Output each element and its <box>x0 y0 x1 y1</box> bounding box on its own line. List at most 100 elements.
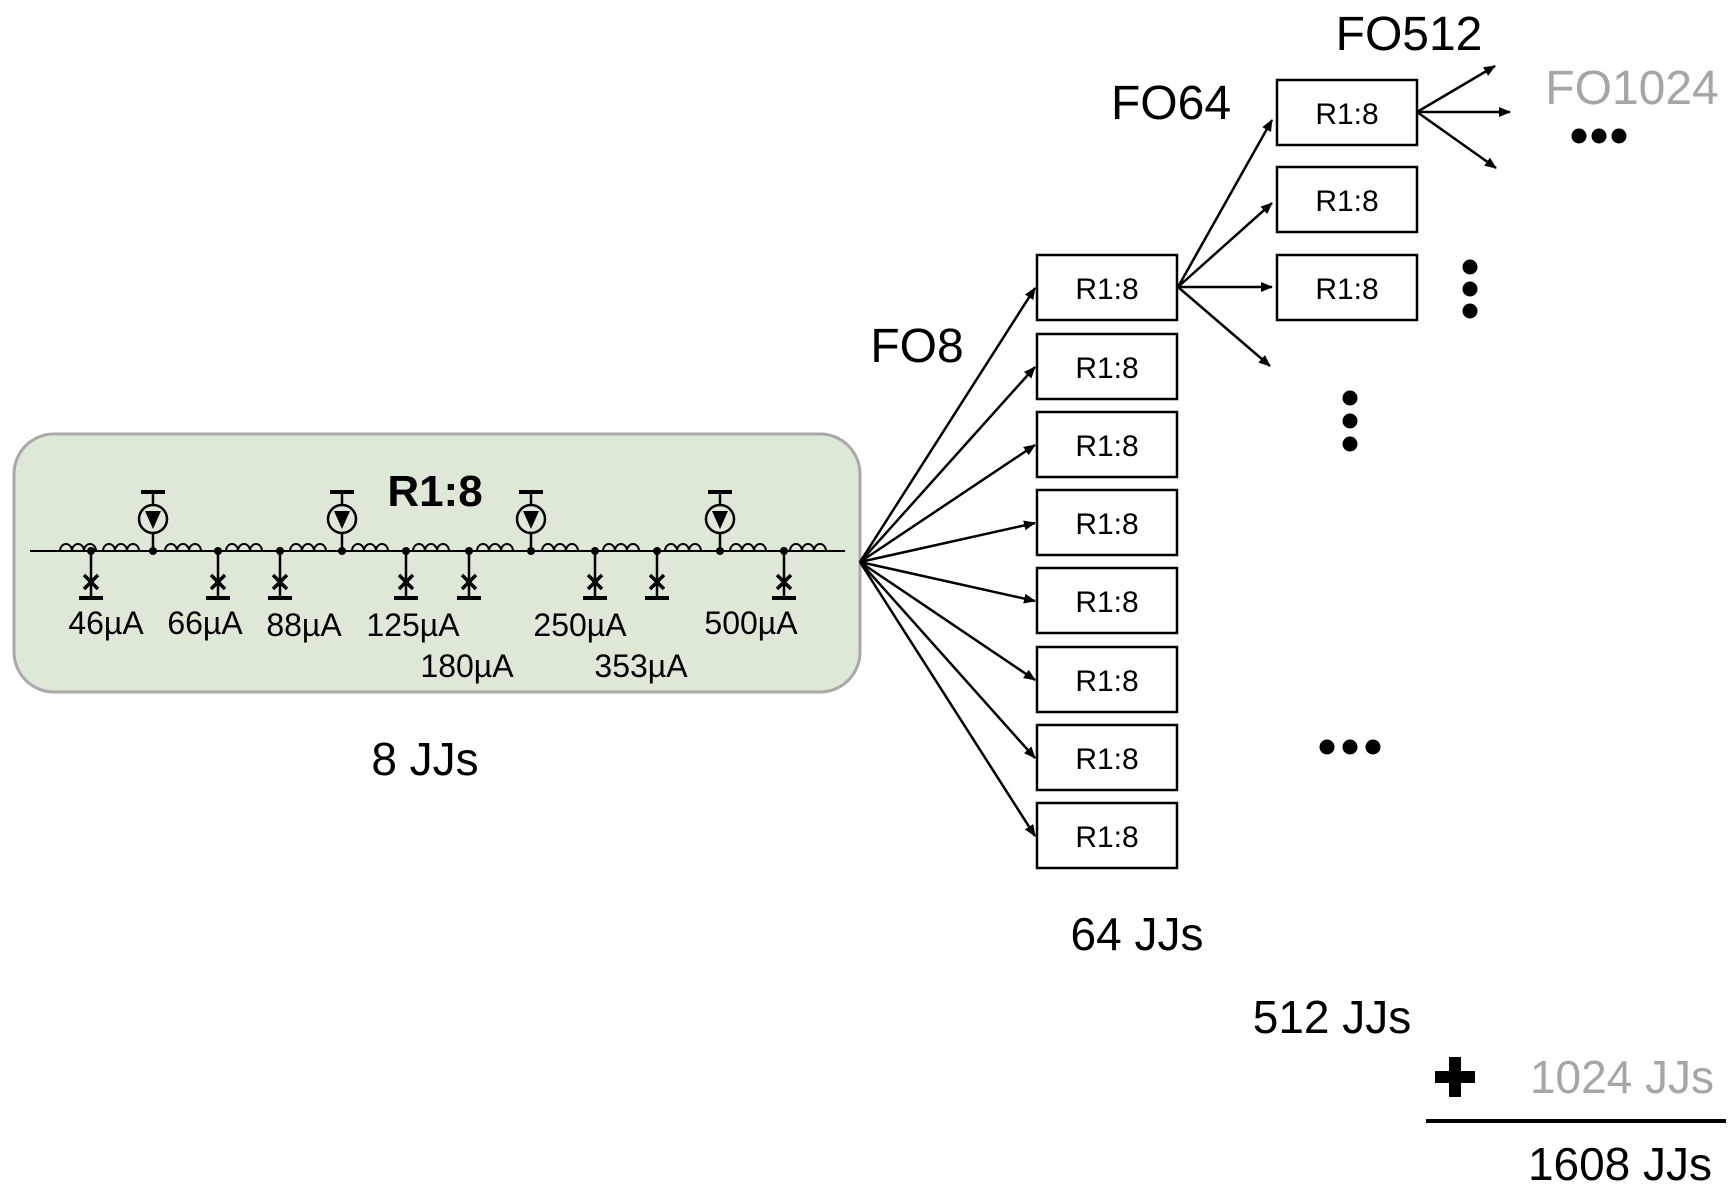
josephson-junction-icon <box>271 573 289 591</box>
box-outline <box>1275 253 1419 322</box>
box-label: R1:8 <box>1315 98 1378 131</box>
box-label: R1:8 <box>1075 743 1138 776</box>
inductor-icon <box>289 543 327 552</box>
junction-current-label: 46µA <box>68 605 144 641</box>
box-outline <box>1035 723 1179 792</box>
plus-icon <box>1435 1057 1475 1097</box>
junction-current-label: 500µA <box>704 605 798 641</box>
inductor-icon <box>102 543 140 552</box>
josephson-junction-icon <box>397 573 415 591</box>
box-outline <box>1035 410 1179 479</box>
fo8-arrows <box>858 287 1037 837</box>
box-label: R1:8 <box>1075 821 1138 854</box>
ellipsis-dots <box>1319 128 1627 755</box>
josephson-junction-icon <box>586 573 604 591</box>
inductor-icon <box>225 543 263 552</box>
inductor-icon <box>164 543 202 552</box>
r18-splitter-box: R1:8 <box>1035 410 1179 479</box>
josephson-junction-icon <box>648 573 666 591</box>
junction-current-label: 125µA <box>366 607 460 643</box>
r18-splitter-box: R1:8 <box>1275 253 1419 322</box>
box-label: R1:8 <box>1075 273 1138 306</box>
box-label: R1:8 <box>1315 185 1378 218</box>
josephson-junction-icon <box>775 573 793 591</box>
josephson-junction-icon <box>460 573 478 591</box>
inductor-icon <box>59 543 97 552</box>
fo64-arrows <box>1176 119 1274 367</box>
count-1024: 1024 JJs <box>1530 1051 1714 1103</box>
junction-current-label: 180µA <box>420 648 514 684</box>
fo64-label: FO64 <box>1111 77 1231 130</box>
r18-splitter-box: R1:8 <box>1035 723 1179 792</box>
box-outline <box>1275 78 1419 147</box>
inductor-icon <box>412 543 450 552</box>
count-64: 64 JJs <box>1071 908 1204 960</box>
arrow <box>858 561 1037 837</box>
junction-current-label: 353µA <box>594 648 688 684</box>
box-outline <box>1035 801 1179 870</box>
box-label: R1:8 <box>1075 665 1138 698</box>
box-outline <box>1035 253 1179 322</box>
r18-splitter-box: R1:8 <box>1275 78 1419 147</box>
junction-current-label: 66µA <box>167 605 243 641</box>
node-dot <box>527 547 535 555</box>
arrow <box>859 560 1036 682</box>
cell-jj-count: 8 JJs <box>371 733 478 785</box>
inductor-icon <box>729 543 767 552</box>
arrow <box>859 560 1036 604</box>
r18-splitter-box: R1:8 <box>1035 488 1179 557</box>
r18-splitter-box: R1:8 <box>1035 566 1179 635</box>
box-label: R1:8 <box>1075 508 1138 541</box>
fo512-arrows <box>1416 64 1511 170</box>
arrow <box>859 443 1036 564</box>
inductor-icon <box>351 543 389 552</box>
arrow <box>859 520 1036 564</box>
josephson-junction-icon <box>82 573 100 591</box>
arrow <box>1416 64 1496 114</box>
node-dot <box>149 547 157 555</box>
fo64-boxes: R1:8R1:8R1:8 <box>1275 78 1419 322</box>
current-arrow-icon <box>712 511 728 529</box>
box-outline <box>1035 645 1179 714</box>
inductor-icon <box>476 543 514 552</box>
arrow <box>1176 119 1274 288</box>
box-outline <box>1035 332 1179 401</box>
fo512-label: FO512 <box>1336 8 1483 61</box>
box-outline <box>1035 488 1179 557</box>
fo1024-label: FO1024 <box>1545 62 1718 115</box>
josephson-junction-icon <box>209 573 227 591</box>
r18-splitter-box: R1:8 <box>1035 332 1179 401</box>
inductor-icon <box>664 543 702 552</box>
cell-title: R1:8 <box>387 467 482 516</box>
current-arrow-icon <box>145 511 161 529</box>
splitter-circuit <box>30 490 845 600</box>
arrow <box>1177 286 1271 367</box>
r18-splitter-box: R1:8 <box>1035 645 1179 714</box>
fo8-label: FO8 <box>870 320 963 373</box>
node-dot <box>338 547 346 555</box>
current-arrow-icon <box>523 511 539 529</box>
arrow <box>859 561 1036 759</box>
box-label: R1:8 <box>1315 273 1378 306</box>
box-label: R1:8 <box>1075 586 1138 619</box>
box-outline <box>1035 566 1179 635</box>
node-dot <box>716 547 724 555</box>
box-outline <box>1275 165 1419 234</box>
fo8-boxes: R1:8R1:8R1:8R1:8R1:8R1:8R1:8R1:8 <box>1035 253 1179 870</box>
inductor-icon <box>541 543 579 552</box>
arrow <box>858 287 1037 563</box>
count-512: 512 JJs <box>1253 991 1412 1043</box>
box-label: R1:8 <box>1075 352 1138 385</box>
r18-splitter-box: R1:8 <box>1035 253 1179 322</box>
inductor-icon <box>602 543 640 552</box>
junction-current-label: 88µA <box>266 607 342 643</box>
box-label: R1:8 <box>1075 430 1138 463</box>
arrow <box>1416 110 1497 170</box>
current-arrow-icon <box>334 511 350 529</box>
arrow <box>1177 202 1273 288</box>
r18-splitter-box: R1:8 <box>1275 165 1419 234</box>
